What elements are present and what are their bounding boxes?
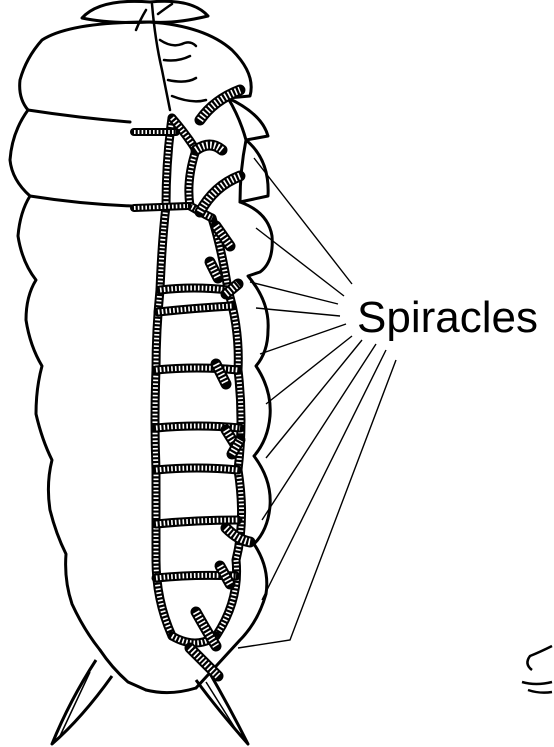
spiracle-stub-11 xyxy=(220,566,230,584)
cercus-left xyxy=(52,660,112,744)
transverse-connective-2 xyxy=(158,306,232,312)
spiracle-stub-1 xyxy=(200,90,240,120)
spiracle-stub-13 xyxy=(190,648,218,676)
pointer-line-6 xyxy=(266,336,352,404)
transverse-connective-5 xyxy=(156,468,238,470)
bottom-edge xyxy=(146,688,196,693)
thoracic-branch-2 xyxy=(134,206,188,208)
pointer-line-5 xyxy=(260,324,346,354)
pointer-lines xyxy=(238,158,396,648)
segment-line-1 xyxy=(28,110,130,122)
cercus-right-vein xyxy=(206,682,240,736)
transverse-connective-3 xyxy=(156,368,238,370)
spiracle-stub-3 xyxy=(200,176,240,212)
spiracle-stub-9 xyxy=(232,440,240,454)
cercus-left-vein xyxy=(60,672,90,736)
edge-fragment xyxy=(522,646,552,693)
spiracle-stub-2 xyxy=(196,145,222,150)
spiracles-label: Spiracles xyxy=(357,296,538,340)
pointer-line-8 xyxy=(262,344,376,520)
spiracle-stub-5 xyxy=(210,262,218,278)
left-trunk xyxy=(155,118,172,636)
transverse-connective-1 xyxy=(160,288,228,290)
segment-line-2 xyxy=(30,196,132,206)
spiracle-stub-6 xyxy=(226,284,238,294)
